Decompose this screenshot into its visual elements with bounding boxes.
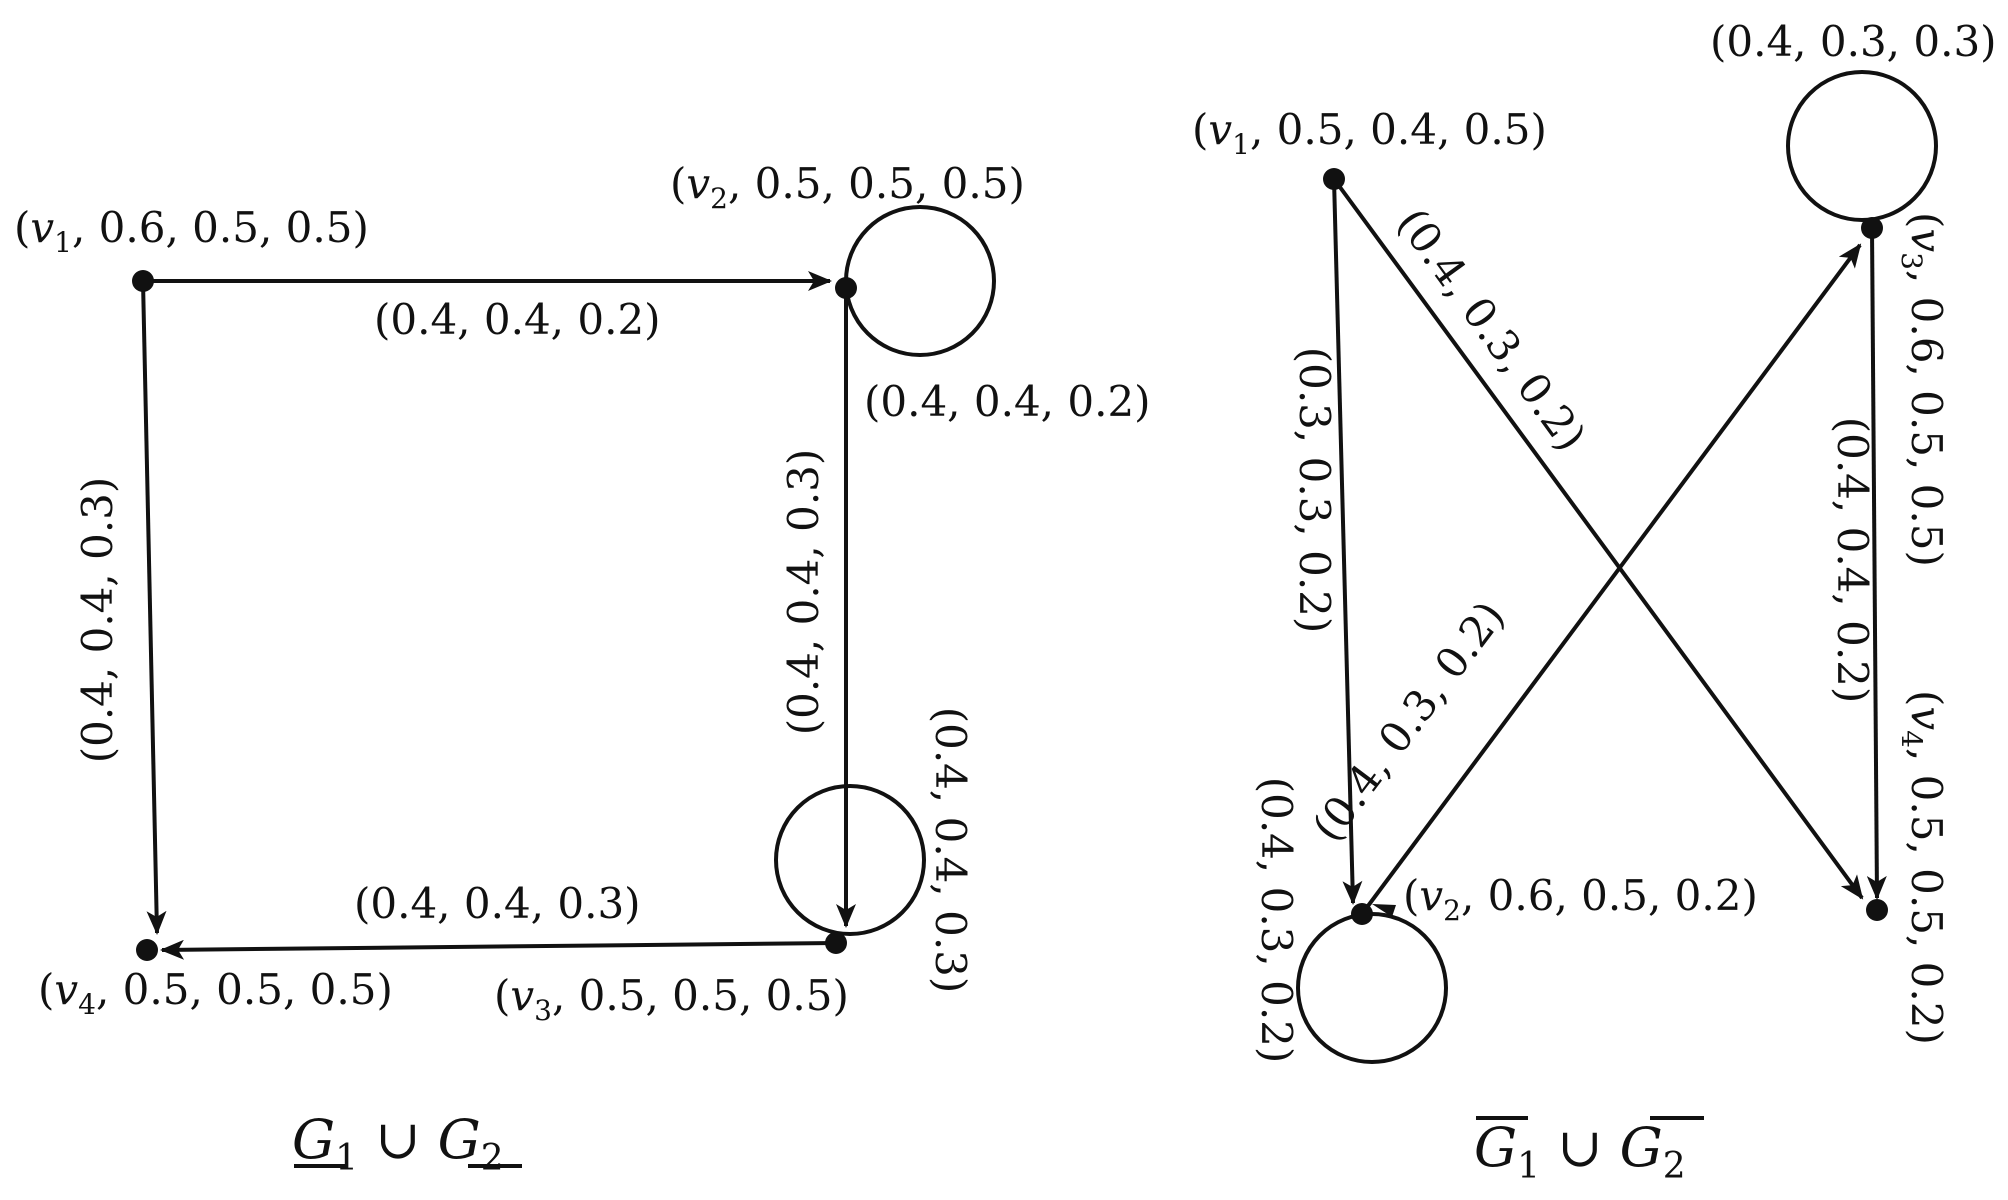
left-graph: (v1, 0.6, 0.5, 0.5) (v2, 0.5, 0.5, 0.5) … bbox=[14, 159, 1151, 1179]
right-caption: G1 ∪ G2 bbox=[1474, 1116, 1686, 1187]
left-node-v1 bbox=[132, 270, 154, 292]
right-node-v2 bbox=[1351, 903, 1373, 925]
right-edge-v3-v4 bbox=[1866, 227, 1887, 900]
right-edge-v1-v4 bbox=[1332, 177, 1864, 900]
left-edge-label-v2-v3: (0.4, 0.4, 0.3) bbox=[779, 449, 828, 736]
right-edge-label-loop-v2: (0.4, 0.3, 0.2) bbox=[1252, 777, 1301, 1064]
right-edge-v1-v2 bbox=[1332, 178, 1363, 905]
right-edge-v2-v3 bbox=[1360, 243, 1862, 916]
left-edge-label-v1-v2: (0.4, 0.4, 0.2) bbox=[374, 295, 661, 344]
left-loop-v3 bbox=[774, 784, 926, 936]
right-edge-label-loop-v3: (0.4, 0.3, 0.3) bbox=[1710, 17, 1997, 66]
right-edge-label-v1-v4: (0.4, 0.3, 0.2) bbox=[1388, 199, 1596, 460]
right-node-v4 bbox=[1866, 899, 1888, 921]
left-edge-label-loop-v3: (0.4, 0.4, 0.3) bbox=[926, 707, 975, 994]
left-edge-label-v3-v4: (0.4, 0.4, 0.3) bbox=[354, 879, 641, 928]
right-node-v3 bbox=[1861, 217, 1883, 239]
left-node-label-v3: (v3, 0.5, 0.5, 0.5) bbox=[494, 971, 849, 1027]
left-loop-v2 bbox=[844, 205, 996, 357]
left-node-v4 bbox=[136, 939, 158, 961]
right-loop-v2-arrowhead bbox=[1372, 904, 1396, 917]
right-loop-v2 bbox=[1296, 912, 1448, 1064]
left-node-label-v2: (v2, 0.5, 0.5, 0.5) bbox=[670, 159, 1025, 215]
left-edge-label-v1-v4: (0.4, 0.4, 0.3) bbox=[73, 477, 122, 764]
right-node-label-v1: (v1, 0.5, 0.4, 0.5) bbox=[1192, 105, 1547, 161]
right-node-v1 bbox=[1323, 168, 1345, 190]
right-edge-label-v3-v4: (0.4, 0.4, 0.2) bbox=[1828, 417, 1877, 704]
left-edge-v1-v4 bbox=[141, 280, 167, 935]
right-edge-label-v1-v2: (0.3, 0.3, 0.2) bbox=[1290, 347, 1339, 634]
left-node-v3 bbox=[825, 932, 847, 954]
left-node-label-v1: (v1, 0.6, 0.5, 0.5) bbox=[14, 203, 369, 259]
right-graph: (v1, 0.5, 0.4, 0.5) (v2, 0.6, 0.5, 0.2) … bbox=[1192, 17, 1997, 1187]
left-node-label-v4: (v4, 0.5, 0.5, 0.5) bbox=[38, 965, 393, 1021]
right-loop-v3 bbox=[1786, 70, 1938, 222]
left-caption: G1 ∪ G2 bbox=[292, 1108, 504, 1179]
left-edge-label-loop-v2: (0.4, 0.4, 0.2) bbox=[864, 377, 1151, 426]
right-node-label-v4: (v4, 0.5, 0.5, 0.2) bbox=[1895, 690, 1951, 1045]
right-node-label-v2: (v2, 0.6, 0.5, 0.2) bbox=[1403, 871, 1758, 927]
left-node-v2 bbox=[835, 277, 857, 299]
left-edge-v3-v4 bbox=[160, 939, 837, 960]
right-node-label-v3: (v3, 0.6, 0.5, 0.5) bbox=[1895, 212, 1951, 567]
